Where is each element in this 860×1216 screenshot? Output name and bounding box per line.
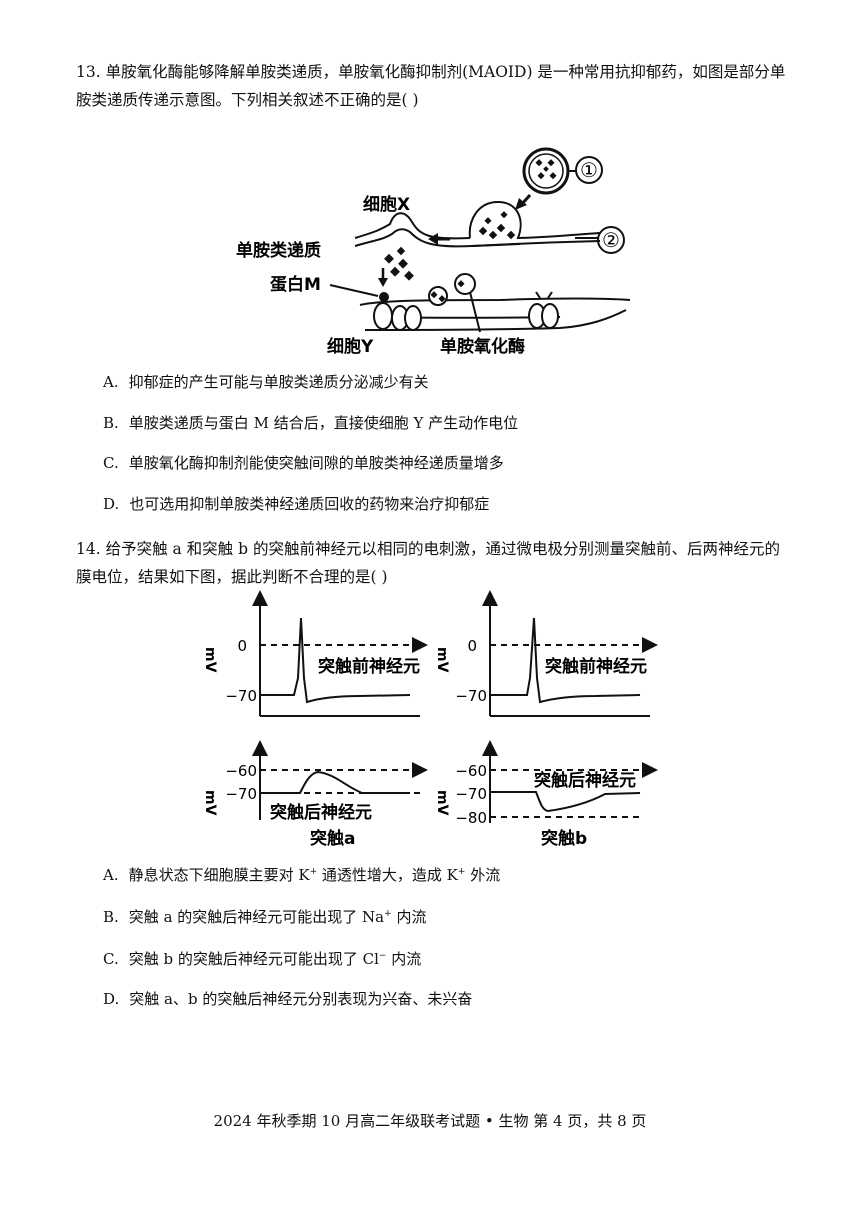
question-13-stem: 13. 单胺氧化酶能够降解单胺类递质，单胺氧化酶抑制剂(MAOID) 是一种常用… bbox=[76, 63, 786, 109]
tick-m70-post-a: −70 bbox=[225, 785, 257, 803]
ylabel-pre-b: mV bbox=[434, 647, 450, 673]
ylabel-pre-a: mV bbox=[202, 647, 218, 673]
q13-option-d: D.也可选用抑制单胺类神经递质回收的药物来治疗抑郁症 bbox=[103, 495, 490, 513]
ylabel-post-b: mV bbox=[434, 790, 450, 816]
q14-option-c: C.突触 b 的突触后神经元可能出现了 Cl− 内流 bbox=[103, 950, 422, 968]
label-enzyme: 单胺氧化酶 bbox=[440, 336, 525, 357]
label-pre-b: 突触前神经元 bbox=[545, 656, 647, 677]
graph-pre-b: mV 0 −70 突触前神经元 bbox=[434, 590, 658, 717]
tick-m60-post-a: −60 bbox=[225, 762, 257, 780]
graph-pre-a: mV 0 −70 突触前神经元 bbox=[202, 590, 428, 717]
ylabel-post-a: mV bbox=[202, 790, 218, 816]
q14-option-a: A.静息状态下细胞膜主要对 K+ 通透性增大，造成 K+ 外流 bbox=[103, 866, 501, 884]
label-pre-a: 突触前神经元 bbox=[318, 656, 420, 677]
marker-1: ① bbox=[580, 158, 598, 182]
label-post-b: 突触后神经元 bbox=[534, 770, 636, 791]
tick-m70-pre-a: −70 bbox=[225, 687, 257, 705]
graph-post-a: mV −60 −70 突触后神经元 突触a bbox=[202, 740, 428, 849]
membrane-potential-figure: mV 0 −70 突触前神经元 mV 0 −70 突触前神经元 mV −60 −… bbox=[202, 590, 658, 849]
marker-2: ② bbox=[602, 228, 620, 252]
label-protein-m: 蛋白M bbox=[270, 274, 321, 295]
page-footer: 2024 年秋季期 10 月高二年级联考试题 • 生物 第 4 页，共 8 页 bbox=[213, 1112, 647, 1130]
label-post-a: 突触后神经元 bbox=[270, 802, 372, 823]
vesicle-1 bbox=[522, 147, 570, 195]
q13-option-b: B.单胺类递质与蛋白 M 结合后，直接使细胞 Y 产生动作电位 bbox=[103, 414, 519, 432]
tick-m80-post-b: −80 bbox=[455, 809, 487, 827]
label-cell-x: 细胞X bbox=[363, 194, 410, 215]
graph-post-b: mV −60 −70 −80 突触后神经元 突触b bbox=[434, 740, 658, 849]
tick-0-pre-b: 0 bbox=[467, 637, 477, 655]
label-synapse-b: 突触b bbox=[541, 828, 587, 849]
q14-option-b: B.突触 a 的突触后神经元可能出现了 Na+ 内流 bbox=[103, 908, 427, 926]
tick-0-pre-a: 0 bbox=[237, 637, 247, 655]
synapse-diagram: ① ② 细胞X 单胺类递质 蛋白M 细胞Y 单胺氧 bbox=[236, 147, 631, 357]
label-cell-y: 细胞Y bbox=[327, 336, 374, 357]
tick-m70-pre-b: −70 bbox=[455, 687, 487, 705]
tick-m70-post-b: −70 bbox=[455, 785, 487, 803]
tick-m60-post-b: −60 bbox=[455, 762, 487, 780]
q13-option-c: C.单胺氧化酶抑制剂能使突触间隙的单胺类神经递质量增多 bbox=[103, 454, 504, 472]
q14-option-d: D.突触 a、b 的突触后神经元分别表现为兴奋、未兴奋 bbox=[103, 990, 473, 1008]
question-14-stem: 14. 给予突触 a 和突触 b 的突触前神经元以相同的电刺激，通过微电极分别测… bbox=[76, 540, 780, 586]
label-synapse-a: 突触a bbox=[310, 828, 355, 849]
label-transmitter: 单胺类递质 bbox=[236, 240, 321, 261]
q13-option-a: A.抑郁症的产生可能与单胺类递质分泌减少有关 bbox=[103, 373, 429, 391]
